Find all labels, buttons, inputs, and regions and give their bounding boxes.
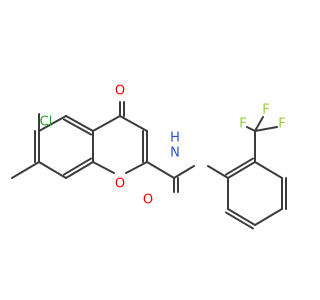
atom-f-right: F xyxy=(278,117,285,132)
bond-c7-c8 xyxy=(38,161,67,179)
bond-p2-p3-second xyxy=(224,211,254,230)
bond-cf3-fright xyxy=(254,126,278,132)
bonds xyxy=(11,101,287,230)
bond-c7-methyl xyxy=(11,161,40,179)
bond-p2-p3 xyxy=(227,208,256,226)
atom-f-bottom: F xyxy=(262,103,269,118)
bond-c-n xyxy=(173,165,195,179)
bond-c4a-c5 xyxy=(65,115,94,132)
bond-c8-c8a-second xyxy=(62,157,92,176)
bond-cf3-fbottom xyxy=(254,116,264,132)
molecule-structure: O Cl O O N H F F F xyxy=(11,84,287,230)
bond-o1-c8a xyxy=(92,161,115,174)
molecule-diagram: O Cl O O N H F F F xyxy=(11,84,287,230)
atom-f-left: F xyxy=(239,117,246,132)
atom-h: H xyxy=(170,131,180,146)
bond-p6-p1 xyxy=(227,161,256,179)
bond-c2-o1 xyxy=(125,161,148,174)
atom-cl: Cl xyxy=(40,115,53,130)
bond-c4a-c4 xyxy=(92,115,121,132)
atom-o-ketone: O xyxy=(115,84,125,99)
bond-p5-p6 xyxy=(254,161,283,179)
bond-c4a-c5-second xyxy=(63,118,93,136)
bond-c4-c3 xyxy=(119,115,148,132)
bond-cf3-fleft xyxy=(246,126,256,132)
atom-n: N xyxy=(170,146,180,161)
bond-c8-c8a xyxy=(65,161,94,179)
bond-p3-p4 xyxy=(254,208,283,226)
bond-n-phenyl xyxy=(207,165,229,179)
atom-o-ring: O xyxy=(115,177,125,192)
bond-c2-camide xyxy=(146,161,175,179)
atom-o-amide: O xyxy=(143,193,153,208)
bond-p6-p1-second xyxy=(224,157,254,176)
bond-c5-c6 xyxy=(38,115,67,132)
atom-labels: O Cl O O N H F F F xyxy=(40,84,286,208)
